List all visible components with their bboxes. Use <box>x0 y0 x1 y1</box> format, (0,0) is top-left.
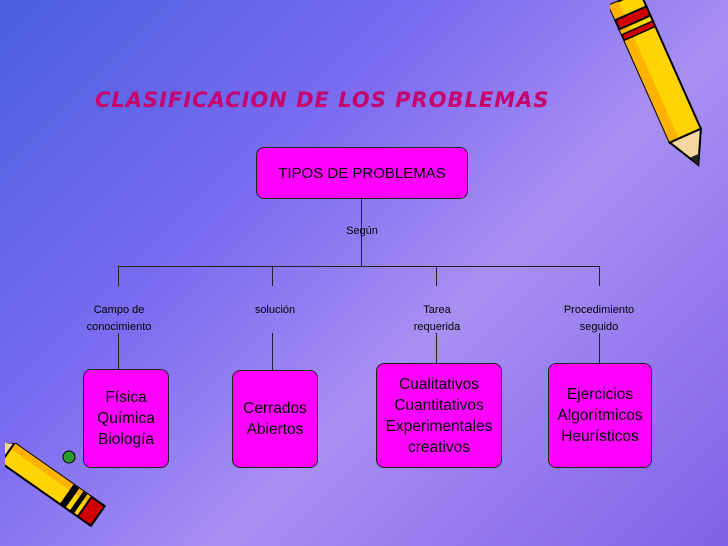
branch-3-lower-line <box>436 333 437 363</box>
leaf-item: Biología <box>97 431 154 448</box>
leaf-item: Cualitativos <box>398 375 480 393</box>
branch-3-label-line-1: Tarea <box>423 304 451 316</box>
leaf-node-campo: Física Química Biología <box>83 369 169 468</box>
branch-1-label-line-2: conocimiento <box>86 321 152 333</box>
branch-3-drop-line <box>436 266 437 286</box>
branch-4-lower-line <box>599 333 600 363</box>
branch-2-lower-line <box>272 333 273 370</box>
branch-4-drop-line <box>599 266 600 286</box>
leaf-item: Ejercicios <box>566 386 634 403</box>
leaf-item: Cerrados <box>243 400 307 417</box>
branch-2-label-line-1: solución <box>254 304 296 316</box>
branch-2-drop-line <box>272 266 273 286</box>
leaf-node-solucion: Cerrados Abiertos <box>232 370 318 468</box>
branch-1-label-line-1: Campo de <box>93 304 145 316</box>
horizontal-bus-line <box>118 266 600 267</box>
branch-2-label: solución <box>240 302 310 319</box>
slide-title: CLASIFICACION DE LOS PROBLEMAS <box>95 88 550 112</box>
leaf-node-tarea: Cualitativos Cuantitativos Experimentale… <box>376 363 502 468</box>
leaf-item: Abiertos <box>246 421 304 438</box>
root-stem-line <box>361 197 362 267</box>
leaf-item: Química <box>97 410 155 427</box>
leaf-item: Física <box>105 389 147 406</box>
pencil-icon <box>5 443 107 528</box>
leaf-item: Algorítmicos <box>557 407 643 424</box>
branch-1-lower-line <box>118 333 119 369</box>
leaf-item: Experimentales <box>385 417 493 435</box>
branch-1-label: Campo de conocimiento <box>78 302 160 336</box>
root-node: TIPOS DE PROBLEMAS <box>256 147 468 199</box>
branch-4-label-line-1: Procedimiento <box>563 304 635 316</box>
leaf-item: Cuantitativos <box>394 396 484 414</box>
branch-1-drop-line <box>118 266 119 286</box>
connector-label: Según <box>346 225 378 237</box>
leaf-item: creativos <box>407 438 471 456</box>
root-node-label: TIPOS DE PROBLEMAS <box>278 164 446 182</box>
branch-3-label: Tarea requerida <box>400 302 474 336</box>
branch-4-label: Procedimiento seguido <box>553 302 645 336</box>
pencil-icon <box>610 0 703 167</box>
leaf-node-procedimiento: Ejercicios Algorítmicos Heurísticos <box>548 363 652 468</box>
branch-3-label-line-2: requerida <box>413 321 461 333</box>
leaf-item: Heurísticos <box>561 428 639 445</box>
branch-4-label-line-2: seguido <box>579 321 619 333</box>
